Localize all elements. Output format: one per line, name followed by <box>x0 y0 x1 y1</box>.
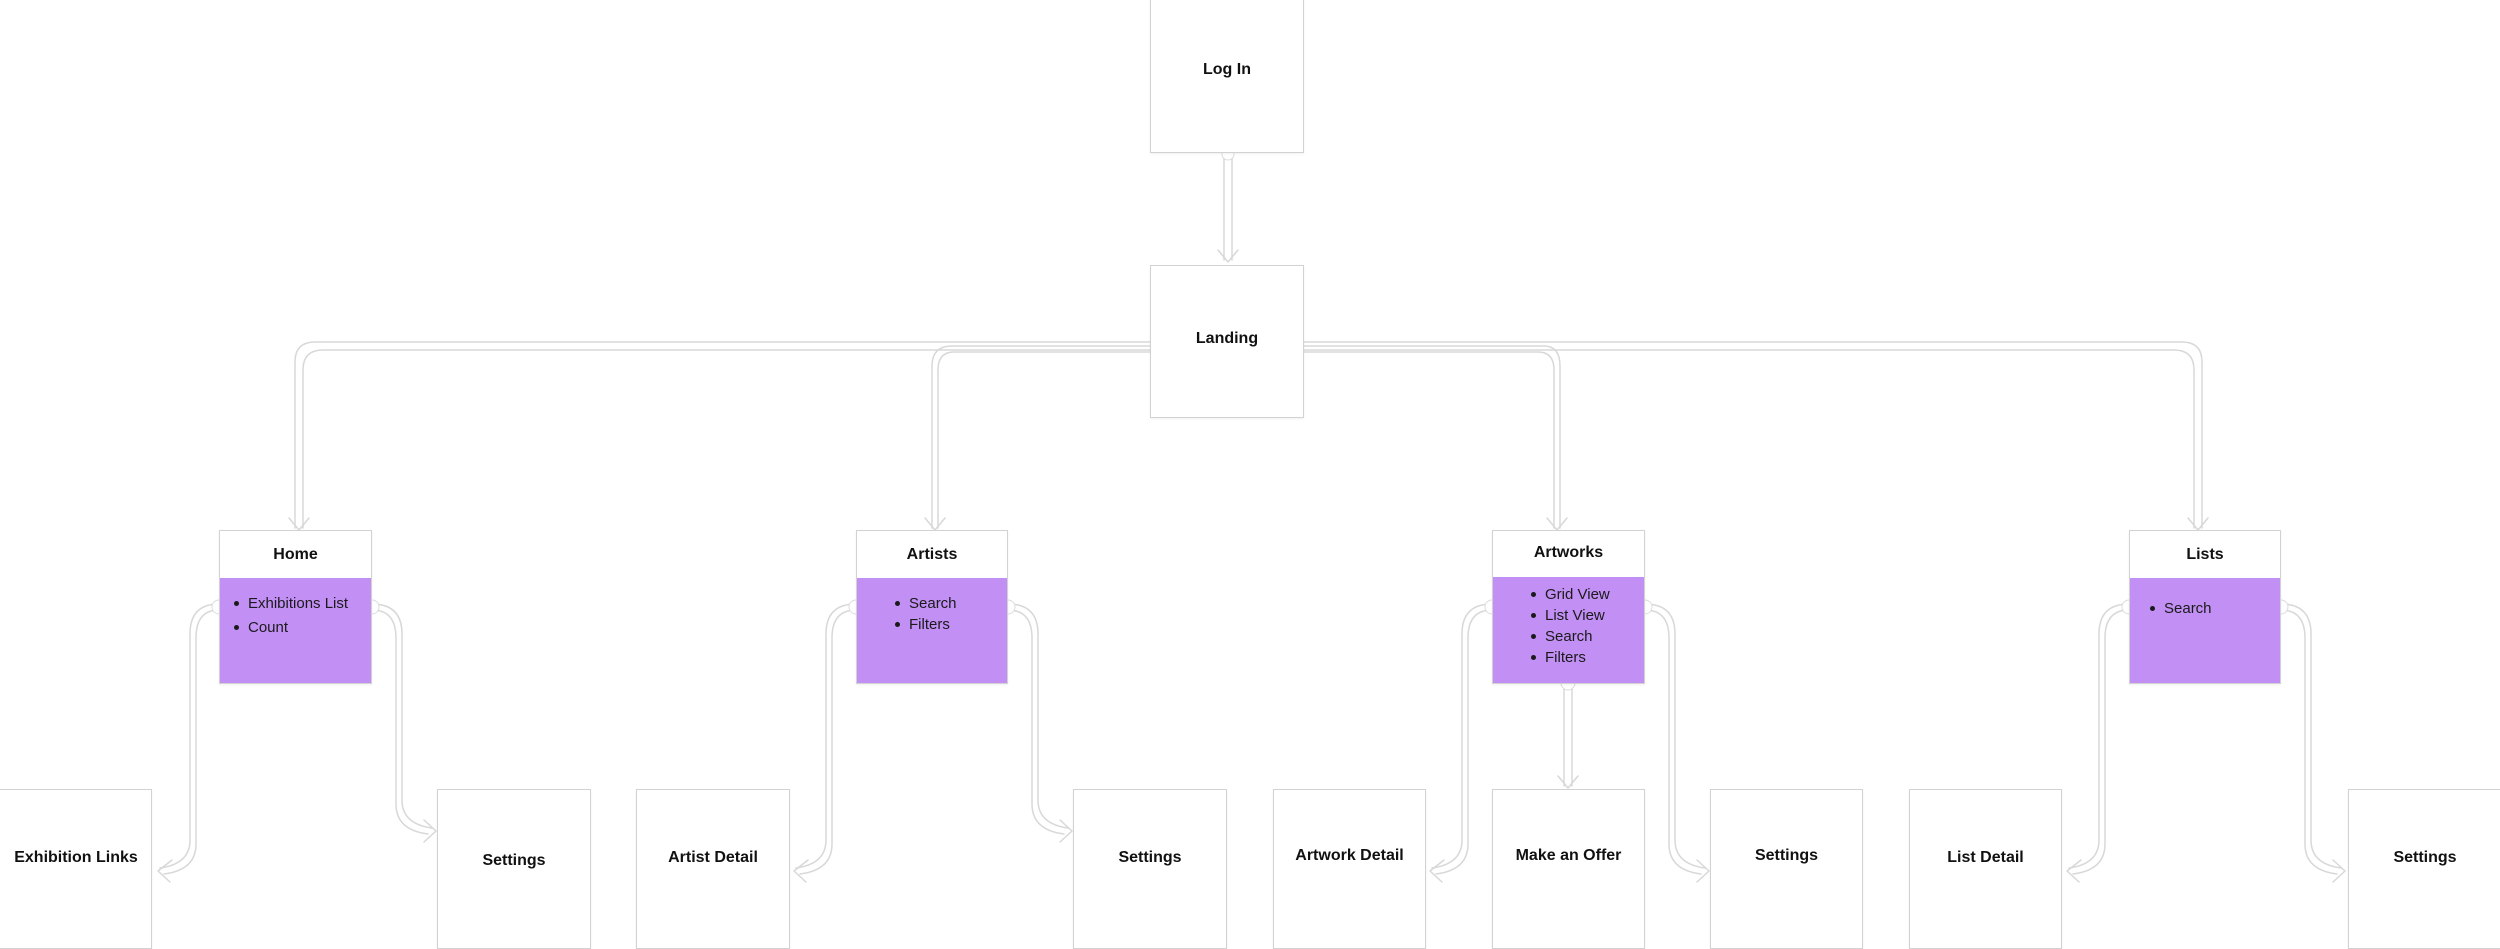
node-title: Artist Detail <box>668 849 758 866</box>
node-artwork-detail[interactable]: Artwork Detail <box>1273 789 1426 949</box>
feature-item: Search <box>2150 598 2280 619</box>
arrowhead <box>157 859 173 883</box>
connector-lists-list-detail <box>2068 603 2130 875</box>
node-title: Exhibition Links <box>14 849 138 866</box>
feature-item: Filters <box>895 614 1007 635</box>
connector-artists-artist-detail <box>795 603 857 875</box>
node-artworks[interactable]: Artworks Grid View List View Search Filt… <box>1492 530 1645 684</box>
node-landing[interactable]: Landing <box>1150 265 1304 418</box>
node-title: Artwork Detail <box>1295 847 1404 864</box>
feature-item: Search <box>1531 626 1644 647</box>
connector-home-settings <box>371 603 433 835</box>
arrowhead <box>924 517 946 531</box>
feature-item: Filters <box>1531 647 1644 668</box>
arrowhead <box>1059 819 1073 843</box>
node-title: Settings <box>482 852 546 869</box>
node-log-in[interactable]: Log In <box>1150 0 1304 153</box>
connector-landing-artworks <box>1303 345 1561 529</box>
node-home-settings[interactable]: Settings <box>437 789 591 949</box>
connector-lists-settings <box>2280 603 2342 875</box>
arrowhead <box>1696 859 1710 883</box>
node-lists-settings[interactable]: Settings <box>2348 789 2500 949</box>
feature-panel: Grid View List View Search Filters <box>1493 577 1644 683</box>
arrowhead <box>1429 859 1445 883</box>
arrowhead <box>1217 249 1239 263</box>
node-home[interactable]: Home Exhibitions List Count <box>219 530 372 684</box>
feature-item: Search <box>895 593 1007 614</box>
arrowhead <box>288 517 310 531</box>
feature-panel: Exhibitions List Count <box>220 578 371 683</box>
feature-item: List View <box>1531 605 1644 626</box>
connector-landing-artists <box>931 345 1151 529</box>
arrowhead <box>423 819 437 843</box>
node-lists[interactable]: Lists Search <box>2129 530 2281 684</box>
node-artworks-settings[interactable]: Settings <box>1710 789 1863 949</box>
node-title: Make an Offer <box>1515 847 1622 864</box>
connector-login-landing <box>1223 151 1233 261</box>
feature-panel: Search Filters <box>857 578 1007 683</box>
connector-landing-lists <box>1303 341 2203 529</box>
node-title: Artworks <box>1533 544 1604 561</box>
node-artist-detail[interactable]: Artist Detail <box>636 789 790 949</box>
node-title: Landing <box>1195 330 1259 347</box>
node-title: Artists <box>906 546 958 563</box>
node-title: Settings <box>1118 849 1182 866</box>
arrowhead <box>2187 517 2209 531</box>
feature-panel: Search <box>2130 578 2280 683</box>
connector-home-exhibition-links <box>159 603 220 875</box>
connector-landing-home <box>294 341 1151 529</box>
feature-item: Count <box>234 617 371 638</box>
node-artists-settings[interactable]: Settings <box>1073 789 1227 949</box>
node-title: List Detail <box>1947 849 2024 866</box>
arrowhead <box>793 859 809 883</box>
node-exhibition-links[interactable]: Exhibition Links <box>0 789 152 949</box>
arrowhead <box>1546 517 1568 531</box>
arrowhead <box>1557 775 1579 789</box>
feature-item: Grid View <box>1531 584 1644 605</box>
feature-list: Search <box>2130 598 2280 619</box>
connector-artworks-make-offer <box>1563 683 1573 787</box>
node-title: Lists <box>2186 546 2224 563</box>
feature-list: Grid View List View Search Filters <box>1493 584 1644 668</box>
node-title: Settings <box>2393 849 2457 866</box>
connector-artists-settings <box>1007 603 1069 835</box>
feature-list: Exhibitions List Count <box>220 593 371 638</box>
feature-item: Exhibitions List <box>234 593 371 614</box>
node-title: Log In <box>1203 61 1251 78</box>
node-make-an-offer[interactable]: Make an Offer <box>1492 789 1645 949</box>
connector-artworks-artwork-detail <box>1431 603 1493 875</box>
node-list-detail[interactable]: List Detail <box>1909 789 2062 949</box>
node-title: Settings <box>1754 847 1819 864</box>
node-artists[interactable]: Artists Search Filters <box>856 530 1008 684</box>
connector-artworks-settings <box>1644 603 1706 875</box>
arrowhead <box>2332 859 2346 883</box>
feature-list: Search Filters <box>857 593 1007 635</box>
arrowhead <box>2066 859 2082 883</box>
node-title: Home <box>273 546 318 563</box>
